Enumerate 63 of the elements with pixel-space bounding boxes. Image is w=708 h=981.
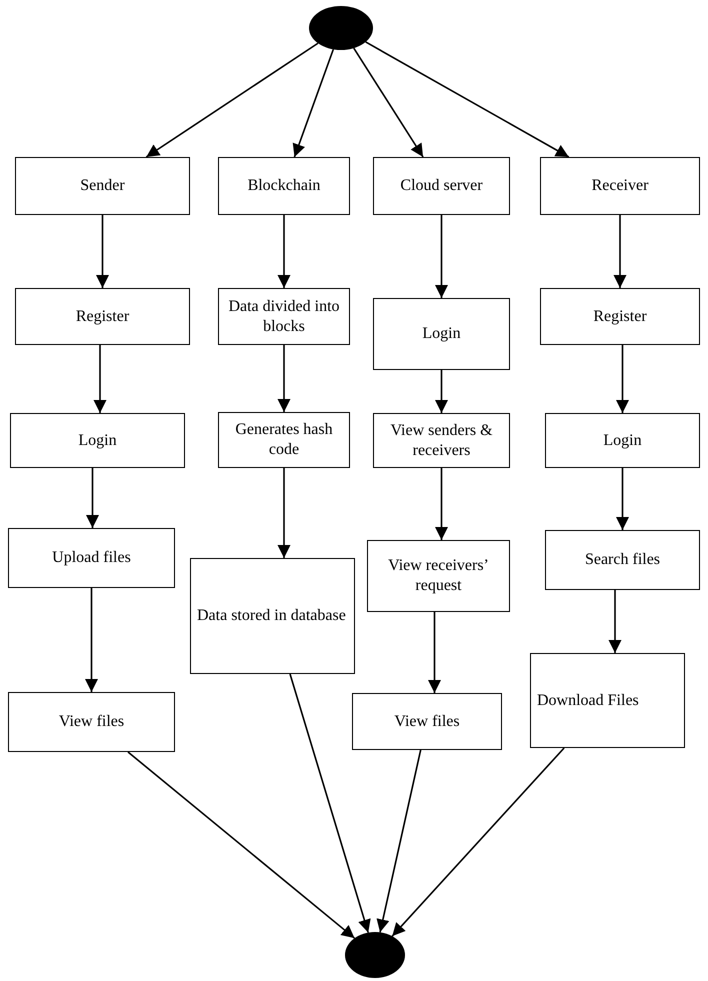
arrow	[292, 49, 334, 158]
node-label: Login	[78, 430, 117, 450]
arrow	[278, 468, 290, 558]
node-label: Login	[603, 430, 642, 450]
process-box	[218, 412, 350, 468]
node-label: Download Files	[537, 690, 639, 710]
process-box	[545, 413, 700, 468]
node-label: Blockchain	[248, 176, 320, 196]
terminal-ellipse	[345, 932, 405, 978]
process-box	[540, 288, 700, 345]
node-label: Register	[76, 306, 130, 326]
node-label: Register	[593, 306, 647, 326]
arrow	[608, 590, 622, 653]
arrow	[614, 215, 626, 288]
process-box	[15, 157, 190, 215]
arrow	[616, 345, 629, 413]
node-label: Receiver	[592, 176, 648, 196]
node-label: Sender	[80, 176, 125, 196]
arrow	[435, 215, 448, 298]
arrow	[128, 751, 356, 939]
process-box	[218, 288, 350, 345]
process-box	[367, 540, 510, 612]
node-label: Search files	[584, 550, 660, 570]
process-box	[218, 157, 350, 215]
node-label: View files	[394, 712, 460, 732]
process-box	[530, 653, 685, 748]
node-label: Cloud server	[400, 176, 483, 196]
arrow	[146, 42, 318, 158]
arrow	[85, 588, 98, 692]
arrow	[353, 48, 424, 158]
node-label: View files	[58, 712, 124, 732]
arrow	[365, 41, 570, 158]
process-box	[8, 528, 175, 588]
terminal-ellipse	[309, 6, 373, 50]
arrow	[94, 345, 106, 413]
arrow	[278, 215, 290, 288]
arrow	[278, 345, 290, 412]
arrow	[392, 747, 565, 937]
arrow	[376, 750, 422, 932]
arrow	[428, 612, 441, 693]
process-box	[10, 413, 185, 468]
node-label: Data divided into blocks	[227, 296, 341, 336]
process-box	[15, 288, 190, 345]
arrow	[435, 370, 448, 413]
node-label: View receivers’ request	[387, 556, 490, 596]
arrow	[289, 674, 371, 933]
arrow	[96, 215, 109, 288]
process-box	[373, 298, 510, 370]
process-box	[373, 157, 510, 215]
arrow	[86, 468, 99, 528]
arrow	[616, 468, 629, 530]
node-label: Upload files	[52, 548, 131, 568]
process-box	[540, 157, 700, 215]
arrow	[435, 468, 448, 540]
process-box	[190, 558, 355, 674]
node-label: Generates hash code	[234, 420, 334, 460]
node-label: Data stored in database	[197, 606, 346, 626]
process-box	[8, 692, 175, 752]
process-box	[352, 693, 502, 750]
process-box	[373, 413, 510, 468]
process-box	[545, 530, 700, 590]
node-label: View senders & receivers	[389, 420, 494, 460]
node-label: Login	[422, 324, 461, 344]
